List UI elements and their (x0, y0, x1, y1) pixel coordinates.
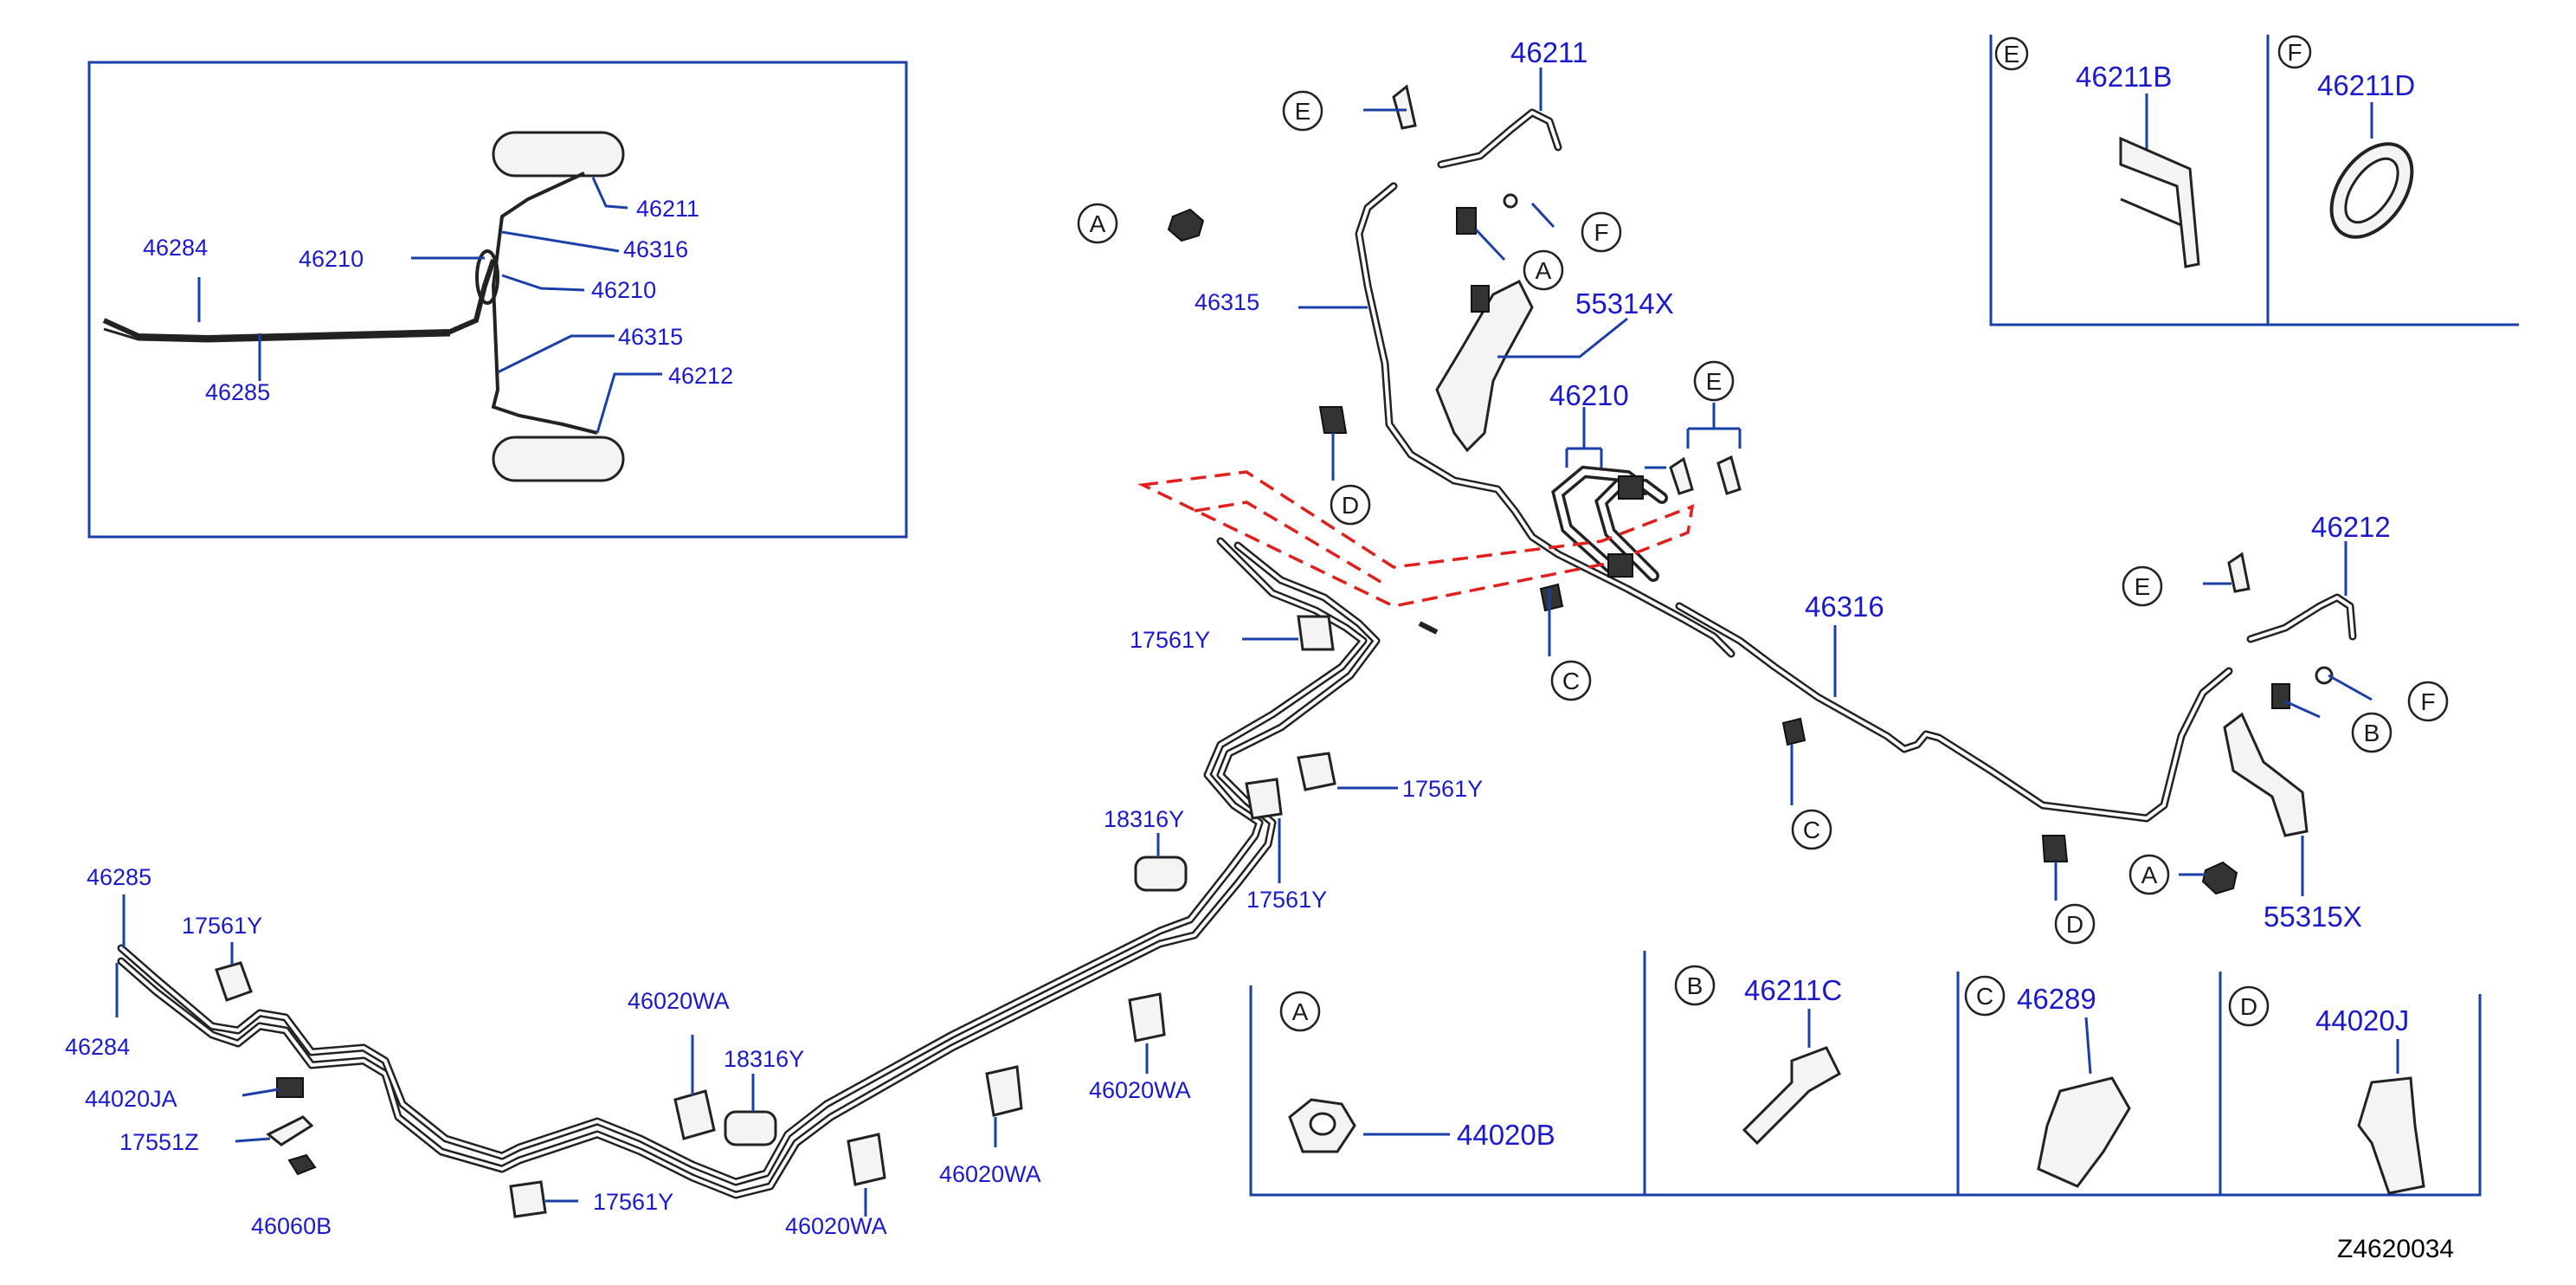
label-46020wa-d: 46020WA (1089, 1077, 1191, 1103)
label-46284: 46284 (65, 1034, 130, 1060)
label-46315: 46315 (1195, 289, 1259, 315)
label-17561y-d: 17561Y (182, 913, 262, 939)
legend-a-part: 44020B (1457, 1119, 1555, 1151)
legend-a-letter: A (1292, 998, 1309, 1025)
callout-d-left: D (1342, 492, 1359, 519)
callout-e-mid: E (1706, 368, 1723, 395)
label-17561y-a: 17561Y (1130, 627, 1210, 653)
bolt-46211c (1742, 1046, 1841, 1146)
label-46285: 46285 (87, 864, 151, 890)
callout-f-top: F (1594, 219, 1608, 246)
red-dashed-region (1137, 470, 1695, 608)
label-46020wa-c: 46020WA (939, 1161, 1041, 1187)
label-55314x: 55314X (1575, 287, 1674, 320)
label-17561y-b: 17561Y (1402, 776, 1483, 802)
callout-c-right: C (1803, 817, 1820, 843)
label-18316y-a: 18316Y (1104, 806, 1184, 832)
inset-overview: 46211 46316 46210 46210 46315 46212 4628… (87, 61, 908, 539)
inset-wheel-bottom (492, 436, 625, 482)
inset-label-46211: 46211 (636, 196, 699, 222)
callout-e-right: E (2135, 573, 2151, 600)
bracket-55315x (2223, 712, 2309, 837)
label-46060b: 46060B (251, 1213, 332, 1239)
small-parts (215, 84, 2334, 1218)
legend-d-part: 44020J (2315, 1004, 2409, 1036)
callout-a-right: A (2141, 862, 2158, 888)
inset-label-46284: 46284 (143, 235, 208, 261)
detail-boxes-ef: E 46211B F 46211D (1989, 35, 2519, 326)
detail-f-letter: F (2287, 39, 2302, 66)
inset-label-46212: 46212 (668, 363, 733, 389)
legend-b-letter: B (1687, 972, 1703, 999)
callout-circles: A A A B C C D D E E E F F (1077, 90, 2449, 945)
label-55315x: 55315X (2264, 901, 2362, 933)
inset-frame (87, 61, 908, 539)
inset-label-46285: 46285 (205, 379, 270, 405)
callout-c-left: C (1562, 668, 1580, 694)
label-17561y-e: 17561Y (593, 1189, 673, 1215)
label-46316: 46316 (1805, 591, 1884, 623)
callout-a-mid: A (1536, 257, 1552, 284)
detail-e-part-label: 46211B (2076, 61, 2172, 93)
label-46212: 46212 (2311, 511, 2391, 543)
callout-e-top: E (1295, 98, 1311, 125)
detail-f-part-label: 46211D (2317, 69, 2415, 101)
callout-f-right: F (2420, 688, 2435, 715)
callout-d-right: D (2066, 911, 2083, 938)
inset-label-46210-right: 46210 (591, 277, 656, 303)
label-18316y-b: 18316Y (724, 1046, 804, 1072)
label-46020wa-b: 46020WA (785, 1213, 887, 1239)
legend-b-part: 46211C (1744, 974, 1842, 1006)
callout-b: B (2364, 720, 2380, 746)
label-44020ja: 44020JA (85, 1086, 177, 1112)
inset-label-46210-left: 46210 (299, 246, 364, 272)
clip-46289 (2037, 1076, 2131, 1188)
label-17551z: 17551Z (119, 1129, 199, 1155)
clip-44020j (2357, 1076, 2425, 1195)
bracket-55314x (1435, 279, 1534, 453)
label-17561y-c: 17561Y (1246, 887, 1327, 913)
inset-label-46315: 46315 (618, 324, 683, 350)
detail-e-letter: E (2004, 41, 2020, 68)
clip-46211b (2119, 136, 2200, 268)
label-46211: 46211 (1510, 36, 1587, 68)
legend-d-letter: D (2240, 993, 2257, 1020)
legend-c-part: 46289 (2017, 983, 2096, 1015)
callout-a-top: A (1090, 210, 1106, 237)
legend-boxes: A 44020B B 46211C C 46289 D 44020J (1249, 951, 2482, 1197)
leader-lines (115, 68, 2373, 1217)
nut-a-top (1167, 208, 1205, 242)
label-46020wa-a: 46020WA (628, 988, 730, 1014)
part-labels: 46211 46315 55314X 46210 46316 46212 553… (65, 36, 2391, 1239)
legend-c-letter: C (1976, 983, 1993, 1010)
main-brake-pipes (117, 108, 2357, 1199)
inset-wheel-top (492, 131, 625, 178)
inset-label-46316: 46316 (623, 236, 688, 262)
reference-code: Z4620034 (2337, 1235, 2454, 1263)
label-46210: 46210 (1549, 379, 1629, 411)
